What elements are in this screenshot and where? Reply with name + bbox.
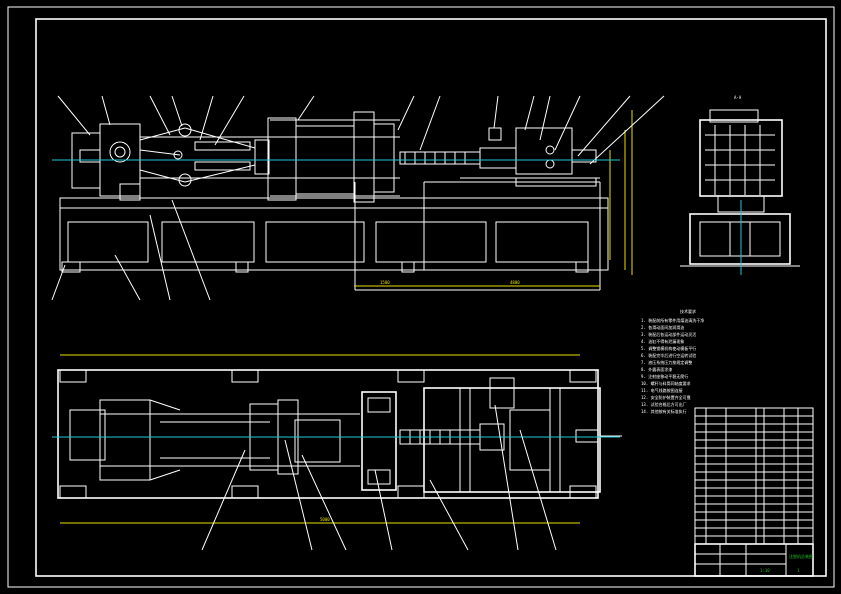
title-block: 注塑机总装图 1:10 1 — [694, 407, 814, 577]
requirement-2: 2. 各滑动面间加润滑油 — [641, 324, 684, 330]
requirement-10: 10. 螺杆与料筒同轴度要求 — [641, 380, 691, 386]
requirements-title: 技术要求 — [680, 308, 696, 314]
drawing-scale: 1:10 — [760, 568, 770, 573]
outer-border — [7, 6, 835, 588]
requirement-8: 8. 外露表面涂漆 — [641, 366, 672, 372]
requirement-6: 6. 装配完毕后进行空运转试验 — [641, 352, 696, 358]
drawing-sheet: 1 — [797, 568, 800, 573]
requirement-3: 3. 装配后各运动部件运动灵活 — [641, 331, 696, 337]
requirement-11: 11. 电气线路按图连接 — [641, 387, 683, 393]
plan-view: 5000 — [52, 159, 622, 551]
inner-border — [35, 18, 827, 577]
requirement-4: 4. 油缸不得有泄漏现象 — [641, 338, 684, 344]
technical-requirements: 技术要求 1. 装配前所有零件用煤油清洗干净 2. 各滑动面间加润滑油 3. 装… — [641, 308, 704, 414]
section-a-a-view: A-A — [680, 95, 800, 275]
requirement-5: 5. 调整锁模机构使动模板平行 — [641, 345, 696, 351]
drawing-name: 注塑机总装图 — [789, 553, 813, 559]
requirement-12: 12. 安全防护装置齐全可靠 — [641, 394, 691, 400]
section-label: A-A — [734, 95, 742, 100]
requirement-7: 7. 液压系统压力按规定调整 — [641, 359, 692, 365]
requirement-14: 14. 其他按有关标准执行 — [641, 408, 687, 414]
top-dimension-left: 1500 — [380, 280, 390, 285]
elevation-view: 1500 4800 — [51, 95, 665, 301]
requirement-13: 13. 试验合格后方可出厂 — [641, 401, 687, 407]
bottom-dimension-overall: 5000 — [320, 517, 330, 522]
top-dimension-overall: 4800 — [510, 280, 520, 285]
requirement-9: 9. 注射座移动平稳无爬行 — [641, 373, 688, 379]
requirement-1: 1. 装配前所有零件用煤油清洗干净 — [641, 317, 704, 323]
